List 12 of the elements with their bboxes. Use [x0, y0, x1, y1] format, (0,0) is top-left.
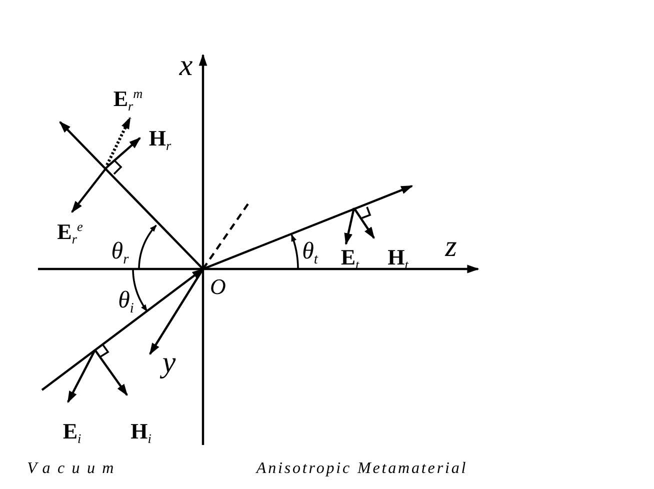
- region-label: Anisotropic Metamaterial: [256, 461, 468, 477]
- axis-label: z: [445, 232, 457, 262]
- angle-label: θ$_{t}$: [302, 239, 318, 267]
- angle-label: θ$_{r}$: [111, 239, 129, 267]
- vector-label: E$_{i}$: [62, 420, 82, 446]
- axis-label: x: [179, 51, 193, 81]
- region-label: Vacuum: [27, 461, 121, 477]
- vector-label: H$_{r}$: [148, 128, 172, 152]
- axis-label: y: [162, 348, 176, 378]
- angle-label: θ$_{i}$: [118, 288, 134, 316]
- vector-label: H$_{i}$: [130, 420, 152, 446]
- origin-label: O: [210, 276, 226, 298]
